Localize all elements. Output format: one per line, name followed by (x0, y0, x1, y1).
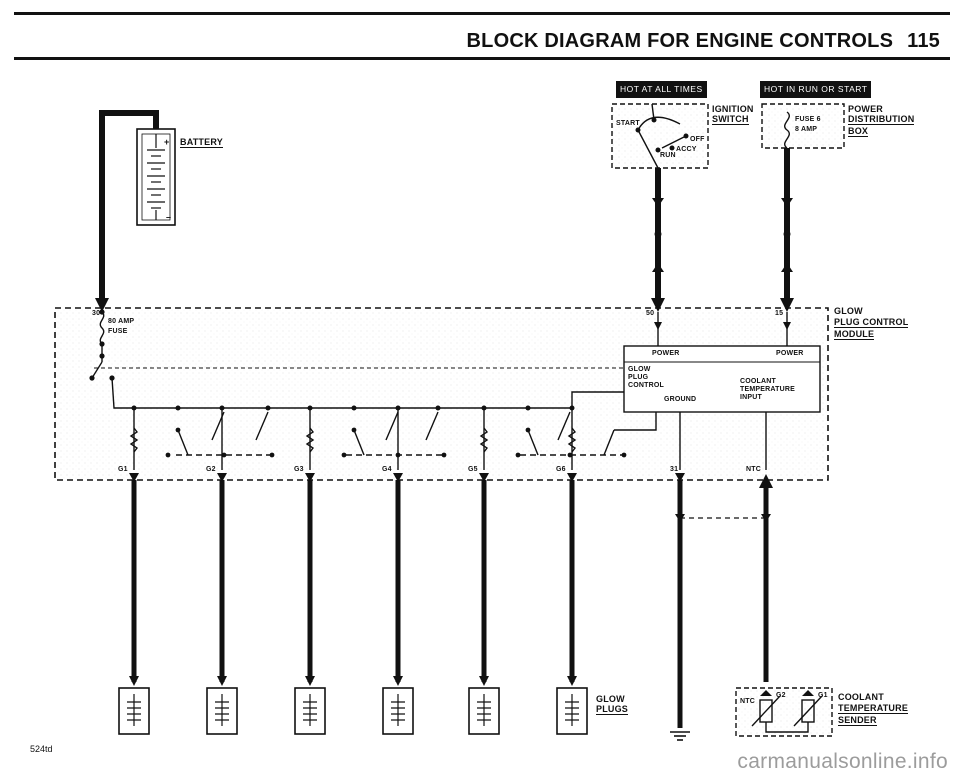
fuse-80-label-1: 80 AMP (108, 318, 135, 325)
glow-plug-symbols (118, 687, 588, 735)
model-code: 524td (30, 744, 53, 754)
module-label-2: PLUG CONTROL (834, 317, 909, 328)
terminal-50-connector (652, 198, 664, 272)
ignition-switch-label-2: SWITCH (712, 114, 749, 125)
header-top-rule (14, 12, 950, 15)
ignition-switch-contacts (637, 103, 687, 169)
box-power-right: POWER (776, 350, 804, 357)
box-glow-3: CONTROL (628, 382, 665, 389)
battery-feed-arrow (95, 298, 109, 312)
terminal-15-label: 15 (775, 310, 784, 317)
page-number: 115 (907, 30, 940, 52)
hot-at-all-times-tag: HOT AT ALL TIMES (616, 81, 707, 98)
box-ground: GROUND (664, 396, 697, 403)
box-coolant-1: COOLANT (740, 378, 777, 385)
ground-symbol (670, 731, 690, 741)
battery-plus: + (164, 137, 170, 147)
pdb-label-2: DISTRIBUTION (848, 114, 915, 125)
coolant-sender-label-1: COOLANT (838, 692, 884, 702)
coolant-sender-g2: G2 (776, 692, 786, 699)
header-bottom-rule (14, 57, 950, 60)
ignition-start-label: START (616, 120, 640, 127)
output-label-g3: G3 (294, 466, 304, 473)
battery-minus: – (166, 212, 172, 222)
output-label-g6: G6 (556, 466, 566, 473)
coolant-sender-label-2: TEMPERATURE (838, 703, 909, 714)
hot-in-run-or-start-tag: HOT IN RUN OR START (760, 81, 872, 98)
fuse-dots (89, 309, 115, 381)
bus-dots (131, 405, 575, 411)
glow-plugs-label-1: GLOW (596, 694, 625, 704)
coolant-sender-outline (735, 687, 833, 737)
coolant-sender-thermistors (751, 695, 823, 733)
fuse-80-label-2: FUSE (108, 328, 128, 335)
ignition-accy-label: ACCY (676, 146, 697, 153)
watermark: carmanualsonline.info (737, 750, 948, 773)
page-title-text: BLOCK DIAGRAM FOR ENGINE CONTROLS (466, 30, 894, 52)
pdb-label-3: BOX (848, 126, 869, 137)
power-distribution-box-outline (761, 103, 845, 149)
ignition-switch-label-1: IGNITION (712, 104, 754, 114)
output-label-g5: G5 (468, 466, 478, 473)
terminal-30-label: 30 (92, 310, 101, 317)
output-label-g2: G2 (206, 466, 216, 473)
internal-fuse-bus (91, 311, 650, 409)
glow-plugs-label-2: PLUGS (596, 704, 629, 715)
coolant-sender-g1: G1 (818, 692, 828, 699)
terminal-31-label: 31 (670, 466, 679, 473)
box-coolant-3: INPUT (740, 394, 762, 401)
output-label-g4: G4 (382, 466, 392, 473)
terminal-ntc-label: NTC (746, 466, 761, 473)
output-label-g1: G1 (118, 466, 128, 473)
output-drops (129, 408, 577, 470)
output-arrows (129, 473, 577, 686)
box-glow-2: PLUG (628, 374, 649, 381)
glow-plug-wires (131, 480, 575, 682)
glow-plug-control-box (623, 345, 821, 413)
terminal-15-connector (781, 198, 793, 272)
box-coolant-2: TEMPERATURE (740, 386, 795, 393)
fuse-6-label: FUSE 6 (795, 116, 821, 123)
box-power-left: POWER (652, 350, 680, 357)
page-title: BLOCK DIAGRAM FOR ENGINE CONTROLS 115 (0, 30, 940, 53)
module-label-1: GLOW (834, 306, 863, 316)
module-label-3: MODULE (834, 329, 875, 340)
battery-symbol (136, 128, 176, 226)
ignition-run-label: RUN (660, 152, 676, 159)
fuse-6-amp-label: 8 AMP (795, 126, 818, 133)
battery-feed-wire (99, 110, 159, 300)
battery-label: BATTERY (180, 137, 223, 148)
box-glow-1: GLOW (628, 366, 651, 373)
coolant-sender-ntc: NTC (740, 698, 755, 705)
ignition-off-label: OFF (690, 136, 705, 143)
pdb-label-1: POWER (848, 104, 884, 114)
coolant-sender-label-3: SENDER (838, 715, 877, 726)
terminal-50-label: 50 (646, 310, 655, 317)
fuse-6-symbol (784, 111, 790, 149)
